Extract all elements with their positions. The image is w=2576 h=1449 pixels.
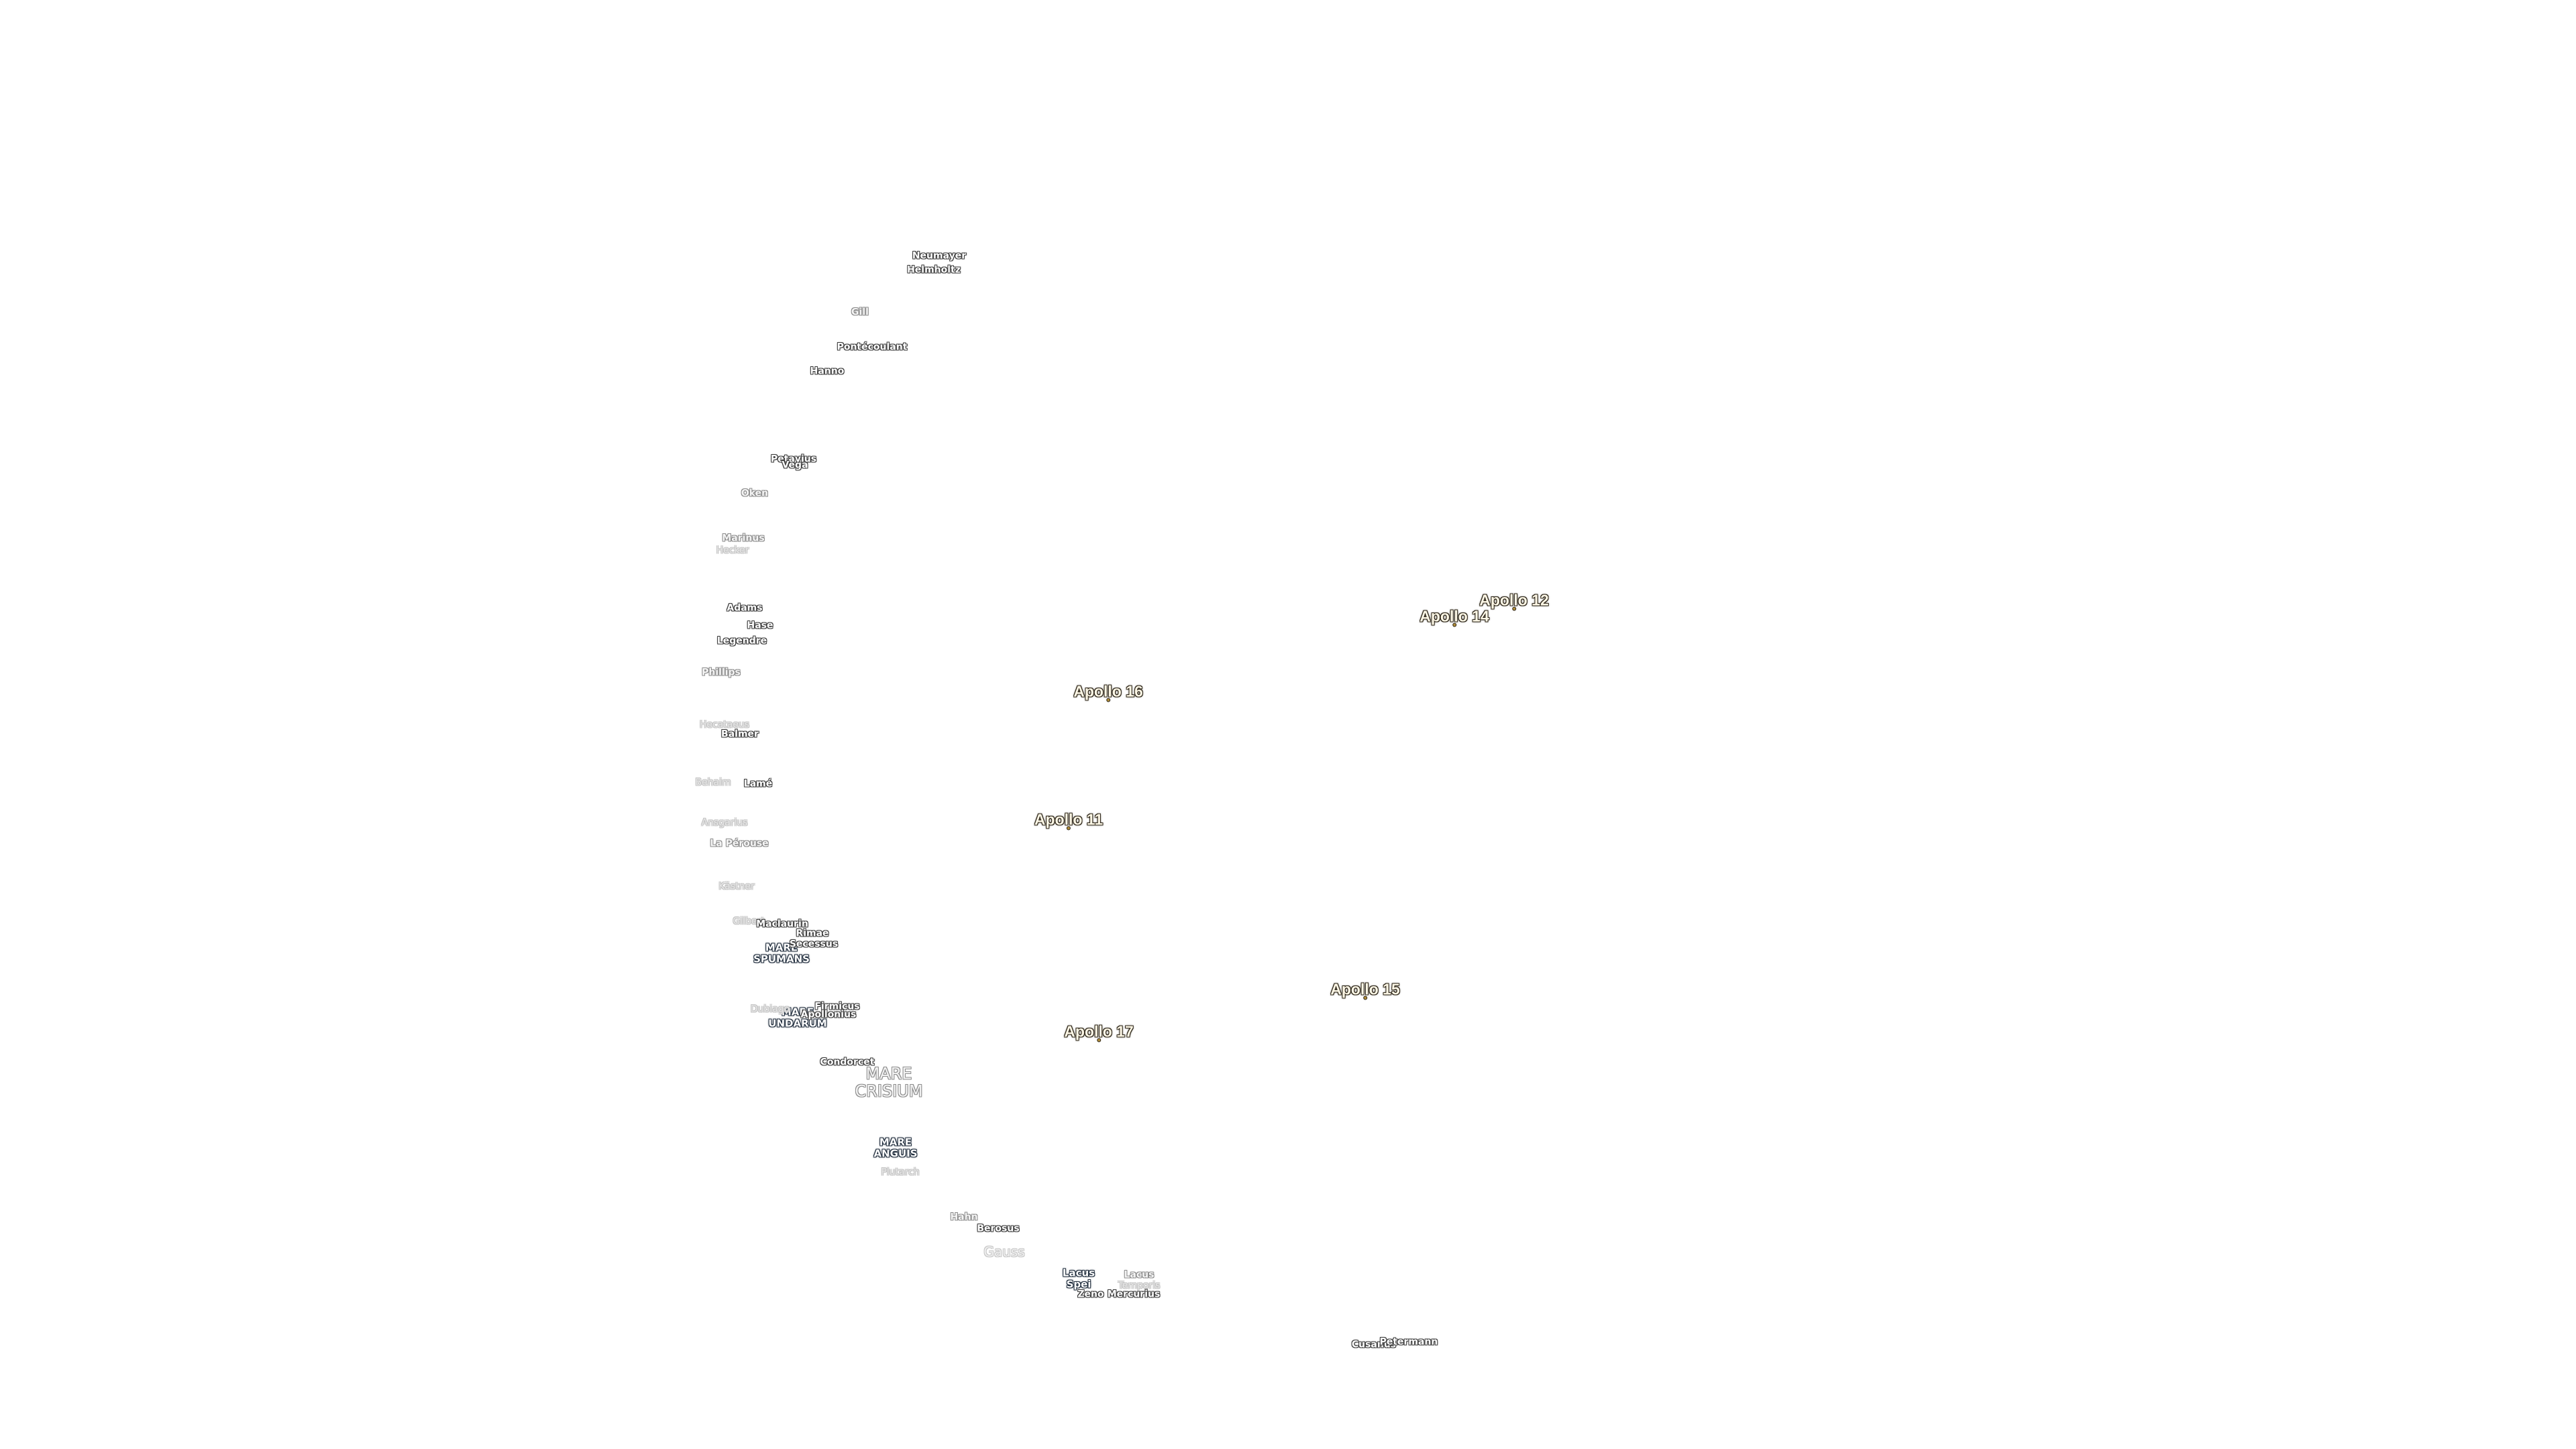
label-lacus-spei: Lacus Spei	[1062, 1267, 1095, 1290]
label-condorcet: Condorcet	[820, 1057, 875, 1068]
label-ansgarius: Ansgarius	[701, 817, 748, 828]
label-behaim: Behaim	[695, 777, 731, 788]
apollo-16-marker[interactable]: Apollo 16	[1073, 682, 1143, 702]
apollo-15-pin-icon	[1363, 996, 1366, 1000]
apollo-12-marker[interactable]: Apollo 12	[1479, 592, 1549, 610]
label-berosus: Berosus	[977, 1223, 1020, 1234]
apollo-11-label: Apollo 11	[1034, 810, 1104, 828]
label-firmicus: Firmicus	[814, 1001, 860, 1012]
label-kastner: Kästner	[718, 881, 755, 892]
label-neumayer: Neumayer	[912, 250, 967, 262]
label-cusanus: Cusanus	[1351, 1339, 1397, 1350]
label-dubiago: Dubiago	[750, 1004, 790, 1015]
label-marinus: Marinus	[722, 533, 765, 544]
label-mercurius: Mercurius	[1107, 1289, 1161, 1300]
label-helmholtz: Helmholtz	[907, 264, 961, 276]
label-mare-spumans: MARE SPUMANS	[753, 941, 810, 965]
label-rimae: Rimae	[796, 928, 829, 939]
label-mare-crisium: MARE CRISIUM	[855, 1064, 923, 1101]
apollo-12-label: Apollo 12	[1479, 591, 1549, 609]
label-gill: Gill	[851, 307, 869, 318]
label-vega: Vega	[782, 460, 808, 471]
label-balmer: Balmer	[721, 729, 759, 740]
apollo-17-pin-icon	[1097, 1038, 1100, 1042]
label-hase: Hase	[747, 620, 773, 631]
label-mare-undarum: MARE UNDARUM	[768, 1006, 827, 1029]
label-hecker: Hecker	[716, 545, 749, 556]
label-oken: Oken	[741, 488, 769, 499]
label-plutarch: Plutarch	[881, 1167, 920, 1178]
label-petermann: Petermann	[1379, 1336, 1438, 1348]
label-gauss: Gauss	[983, 1244, 1025, 1260]
apollo-16-label: Apollo 16	[1073, 682, 1143, 700]
label-pontecoulant: Pontécoulant	[837, 341, 908, 353]
label-hecataeus: Hecataeus	[699, 719, 750, 731]
label-petavius: Petavius	[770, 453, 817, 465]
label-maclaurin: Maclaurin	[756, 918, 808, 930]
label-apollonius: Apollonius	[800, 1009, 857, 1020]
label-lame: Lamé	[743, 778, 773, 790]
label-phillips: Phillips	[702, 667, 741, 678]
label-mare-anguis: MARE ANGUIS	[873, 1136, 918, 1159]
label-secessus: Secessus	[789, 938, 839, 950]
apollo-11-marker[interactable]: Apollo 11	[1034, 810, 1104, 830]
label-hanno: Hanno	[810, 366, 845, 377]
label-adams: Adams	[727, 602, 763, 614]
apollo-15-marker[interactable]: Apollo 15	[1330, 980, 1400, 1000]
apollo-17-label: Apollo 17	[1064, 1022, 1134, 1040]
label-lacus-temporis: Lacus	[1124, 1269, 1155, 1281]
label-zeno: Zeno	[1077, 1289, 1104, 1300]
apollo-17-marker[interactable]: Apollo 17	[1064, 1022, 1134, 1042]
apollo-11-pin-icon	[1067, 826, 1070, 830]
apollo-16-pin-icon	[1106, 698, 1110, 702]
apollo-14-marker[interactable]: Apollo 14	[1419, 607, 1489, 627]
label-gilbert: Gilbert	[733, 916, 765, 927]
label-la-perouse: La Pérouse	[710, 838, 769, 849]
label-legendre: Legendre	[716, 635, 767, 647]
apollo-12-pin-icon	[1512, 607, 1515, 610]
apollo-15-label: Apollo 15	[1330, 980, 1400, 998]
label-hahn: Hahn	[950, 1212, 978, 1223]
apollo-14-label: Apollo 14	[1419, 607, 1489, 625]
apollo-14-pin-icon	[1452, 623, 1456, 627]
label-temporis: Temporis	[1118, 1280, 1161, 1291]
